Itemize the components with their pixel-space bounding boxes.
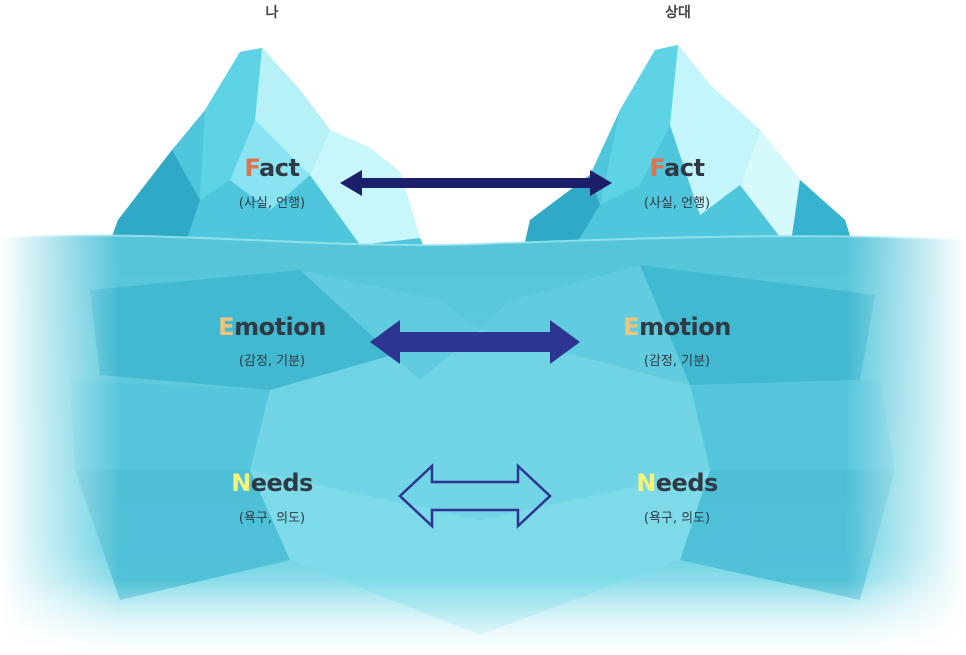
right-needs-title: Needs [587,469,767,497]
left-fact-sub: (사실, 언행) [238,196,306,211]
right-emotion-sub: (감정, 기분) [643,354,711,369]
title-rest: eeds [250,469,314,497]
submerged-ice [70,265,895,635]
cap-letter: E [218,313,235,341]
needs-arrow [398,463,552,529]
cap-letter: N [636,469,656,497]
emotion-arrow [370,320,580,364]
cap-letter: F [244,154,260,182]
right-header: 상대 [665,5,691,21]
fact-arrow [340,170,612,196]
right-emotion-title: Emotion [587,313,767,341]
left-header: 나 [265,5,279,21]
title-rest: eeds [655,469,719,497]
title-rest: act [664,154,705,182]
title-rest: act [259,154,300,182]
left-emotion-sub: (감정, 기분) [238,354,306,369]
right-fact-sub: (사실, 언행) [643,196,711,211]
left-fact-title: Fact [182,154,362,182]
right-fact-title: Fact [587,154,767,182]
left-needs-title: Needs [182,469,362,497]
cap-letter: N [231,469,251,497]
cap-letter: F [649,154,665,182]
left-emotion-title: Emotion [182,313,362,341]
left-needs-sub: (욕구, 의도) [238,511,306,526]
title-rest: motion [234,313,326,341]
right-needs-sub: (욕구, 의도) [643,511,711,526]
title-rest: motion [639,313,731,341]
cap-letter: E [623,313,640,341]
